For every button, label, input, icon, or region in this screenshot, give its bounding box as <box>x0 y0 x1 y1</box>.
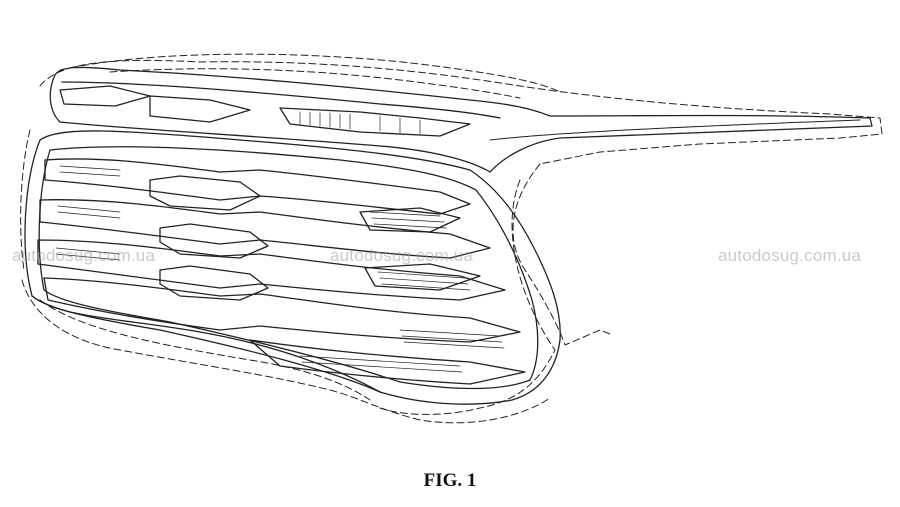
grille-shell <box>24 66 873 405</box>
grille-bar-1 <box>44 158 471 215</box>
right-dashed-contour <box>512 163 613 346</box>
hood-dashed-outline <box>39 59 883 165</box>
upper-dashed-contour <box>59 53 561 93</box>
hatching-left <box>55 165 121 261</box>
right-lamp <box>279 107 471 137</box>
side-trim-extension <box>489 119 861 141</box>
top-inner-dashed <box>109 68 521 99</box>
watermark-right: autodosug.com.ua <box>718 246 862 265</box>
grille-bars <box>37 158 526 385</box>
dashed-environment-lines <box>20 53 883 424</box>
center-cell-4 <box>359 207 461 233</box>
left-dashed-outline <box>20 129 31 271</box>
watermark-left: autodosug.com.ua <box>12 246 156 265</box>
grille-bar-4 <box>43 277 521 343</box>
center-cell-1 <box>149 175 261 211</box>
center-emblem-bar <box>149 95 251 123</box>
bumper-dashed-outline <box>21 279 551 424</box>
hatching-right-upper <box>369 211 447 229</box>
upper-trim-bar <box>49 66 873 173</box>
center-cells <box>149 175 481 301</box>
hatching-right-mid <box>377 271 471 291</box>
figure-caption: FIG. 1 <box>423 470 477 491</box>
grille-bar-5 <box>249 339 526 385</box>
hatching-right-lower <box>299 329 505 373</box>
left-lamp <box>59 85 151 107</box>
grille-bar-3 <box>37 239 506 301</box>
center-cell-5 <box>364 263 481 291</box>
center-cell-3 <box>159 265 269 301</box>
lower-dashed-outline <box>39 299 371 401</box>
grille-bar-2 <box>39 199 491 259</box>
upper-light-strip <box>59 85 471 137</box>
bumper-lower-edge <box>31 295 381 393</box>
lamp-hatching <box>299 111 421 135</box>
upper-trim-inner <box>61 81 501 119</box>
grille-frame-inner <box>38 146 539 390</box>
center-cell-2 <box>159 223 269 259</box>
watermark-center: autodosug.com.ua <box>330 246 474 265</box>
grille-hatching <box>55 165 505 373</box>
